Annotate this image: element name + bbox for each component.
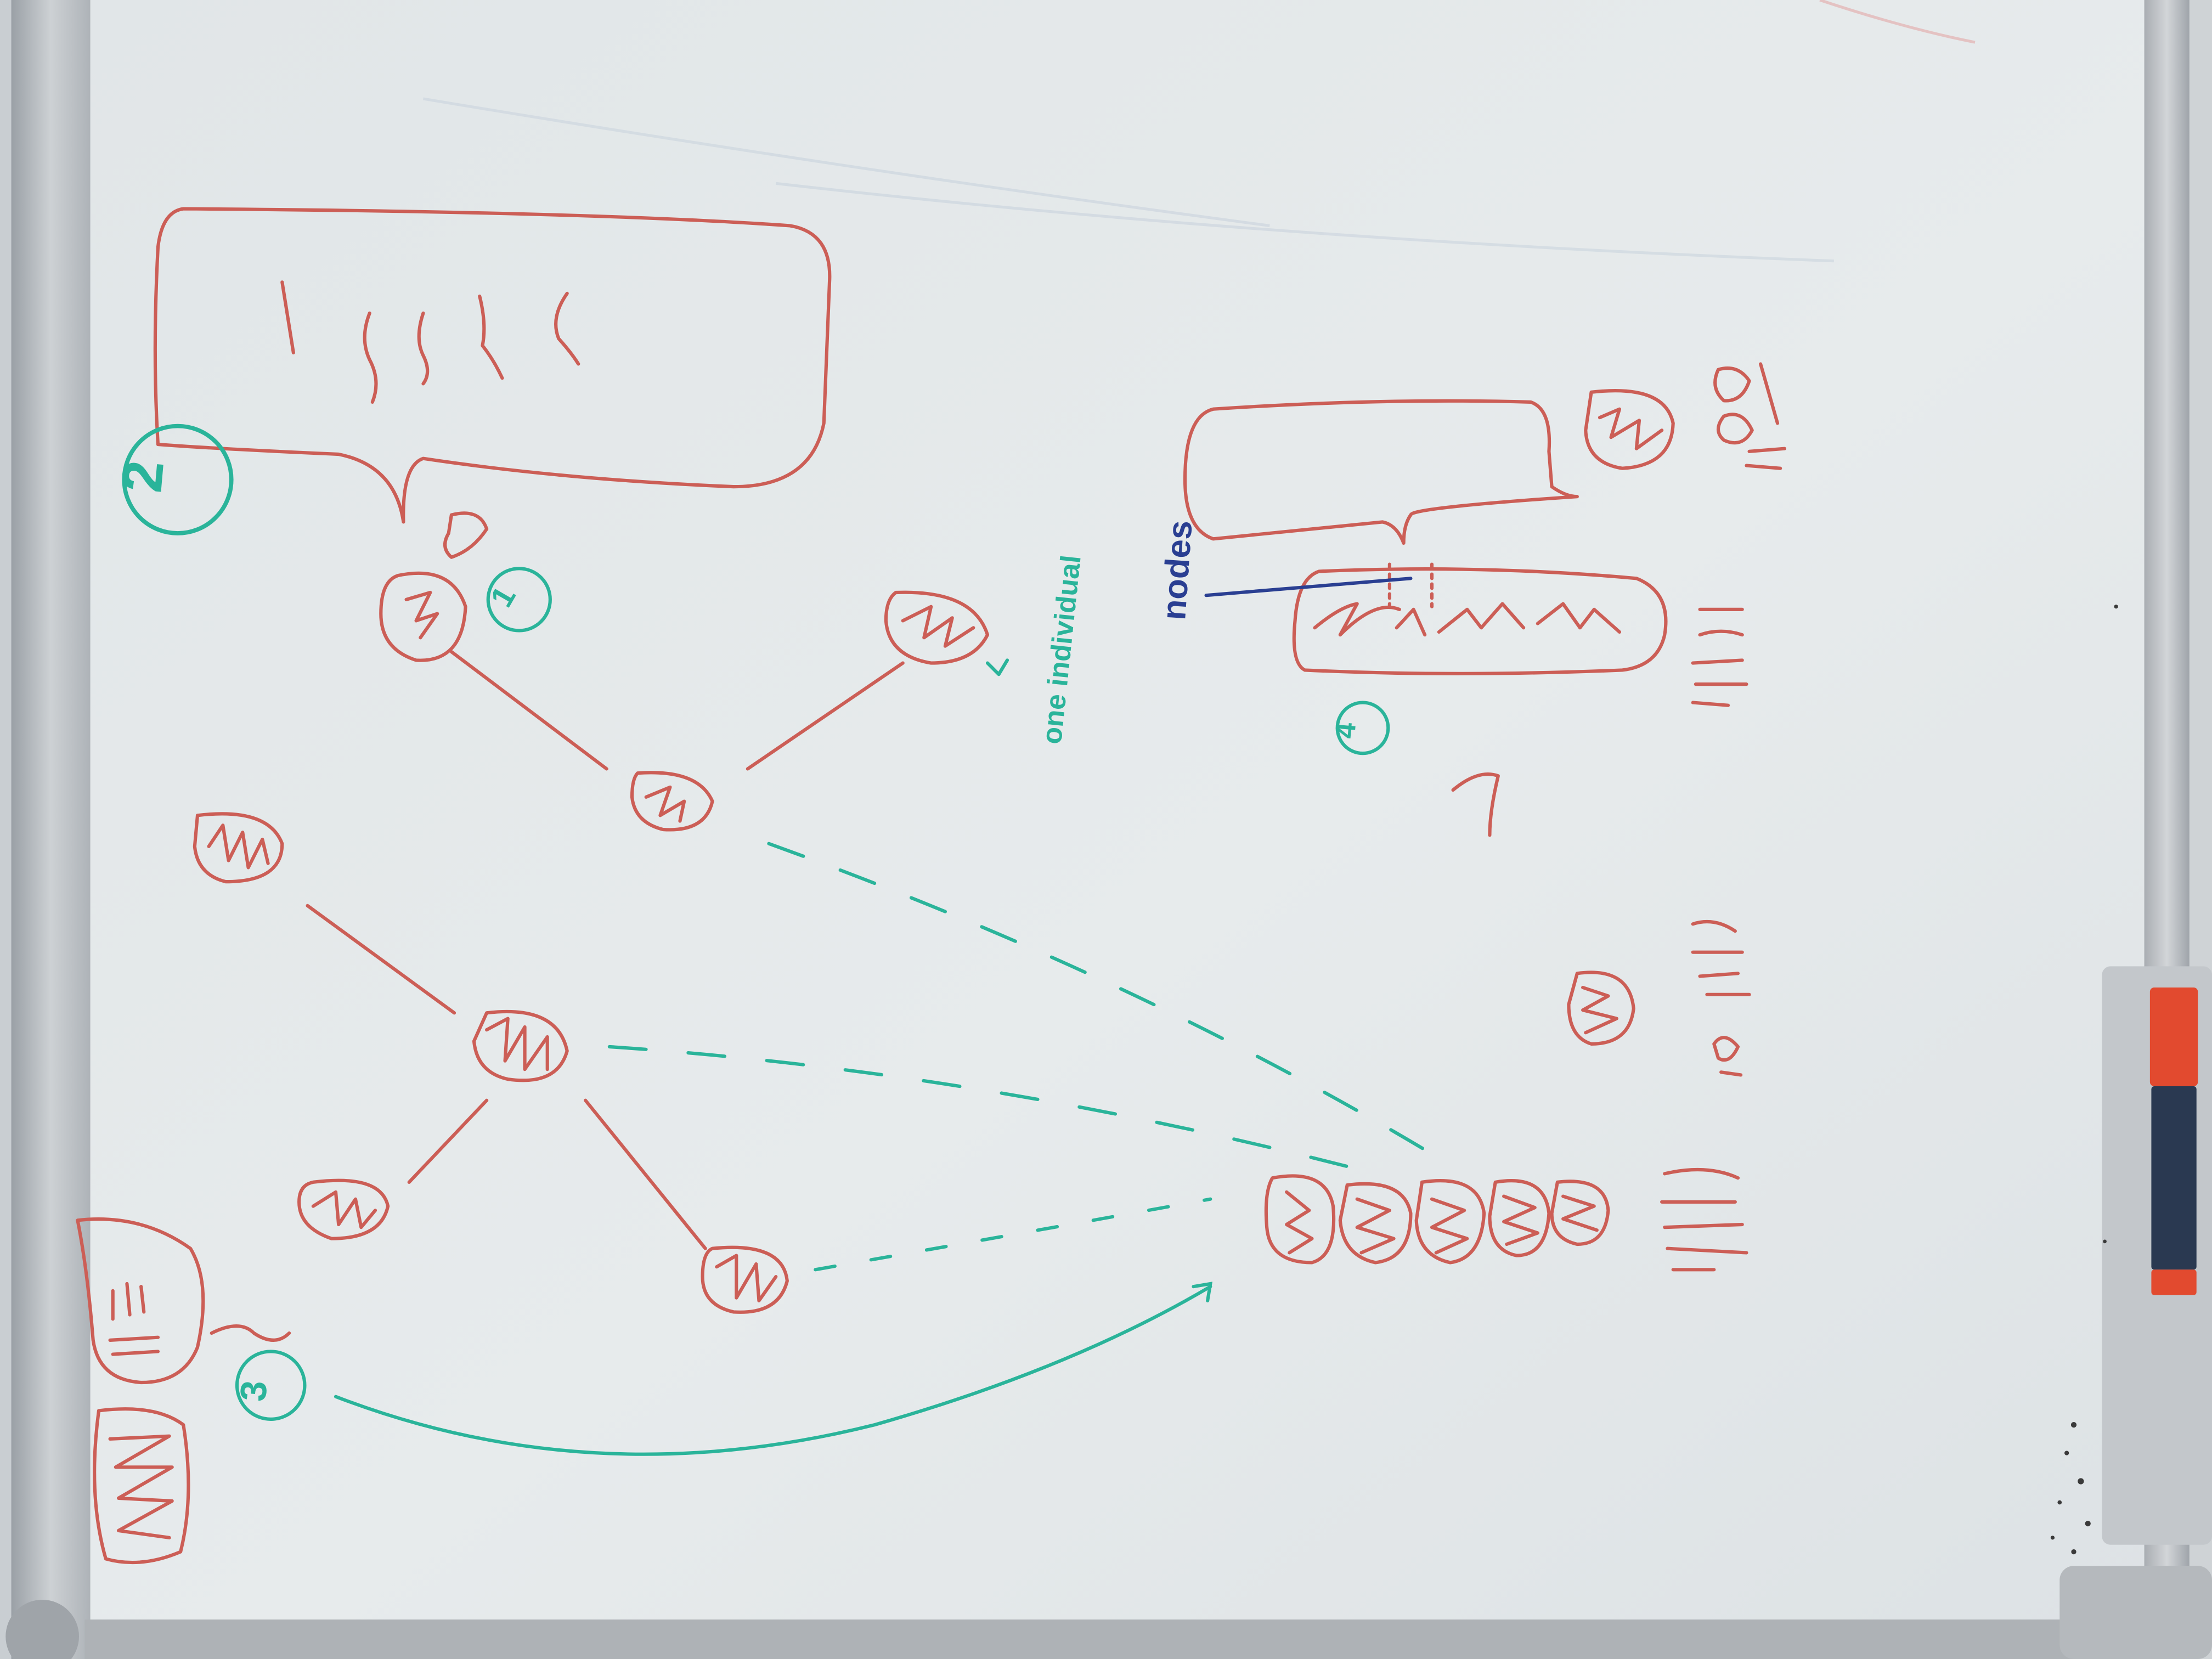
circle-number-3: 3	[233, 1379, 275, 1403]
ink-specks	[2050, 605, 2118, 1555]
red-drawings	[76, 207, 1786, 1565]
red-text-nifi	[1691, 607, 1748, 707]
box-bottom-left	[76, 1217, 205, 1385]
red-text-oppin	[1713, 362, 1786, 470]
dashed-line-3	[814, 1197, 1212, 1272]
row-node-4	[1488, 1179, 1551, 1257]
node-top	[379, 571, 467, 662]
curved-arrow	[334, 1285, 1212, 1456]
circle-label-3	[235, 1350, 307, 1421]
blue-drawings	[1204, 577, 1413, 597]
node-right-middle	[1567, 970, 1635, 1046]
box-scribble	[93, 1407, 190, 1565]
red-text-no-ifi	[1691, 919, 1751, 1077]
whiteboard-surface	[84, 0, 2159, 1623]
row-node-2	[1338, 1182, 1413, 1265]
circle-label-4	[1335, 701, 1390, 755]
row-node-1	[1264, 1174, 1336, 1265]
left-frame	[11, 0, 91, 1659]
node-individual	[884, 590, 990, 665]
speech-bubble-large	[153, 207, 832, 524]
speech-bubble-medium	[1183, 399, 1579, 545]
node-center	[630, 771, 714, 832]
circle-label-2	[122, 424, 234, 535]
circle-label-1	[486, 567, 552, 633]
node-hub	[472, 1009, 569, 1082]
sequence-box	[1292, 567, 1668, 675]
row-node-3	[1414, 1179, 1486, 1265]
red-marker	[2149, 988, 2198, 1295]
dashed-line-1	[767, 842, 1427, 1152]
node-bottom	[701, 1245, 789, 1314]
node-left-top	[193, 812, 284, 884]
row-node-5	[1550, 1180, 1610, 1246]
nodes-pointer-line	[1204, 577, 1413, 597]
bottom-frame	[84, 1620, 2159, 1659]
corner-cap-bottom-right	[2059, 1566, 2212, 1659]
circle-number-2: 2	[110, 458, 176, 495]
node-left-bottom	[297, 1178, 390, 1240]
circle-number-4: 4	[1329, 721, 1362, 740]
label-nodes: nodes	[1155, 519, 1200, 621]
red-text-nifi-lower	[1660, 1167, 1748, 1272]
teal-drawings	[122, 424, 1427, 1456]
dashed-line-2	[607, 1045, 1378, 1176]
corner-cap-bottom-left	[5, 1600, 79, 1659]
board-smudges	[423, 0, 1976, 263]
node-right-upper	[1584, 389, 1675, 470]
